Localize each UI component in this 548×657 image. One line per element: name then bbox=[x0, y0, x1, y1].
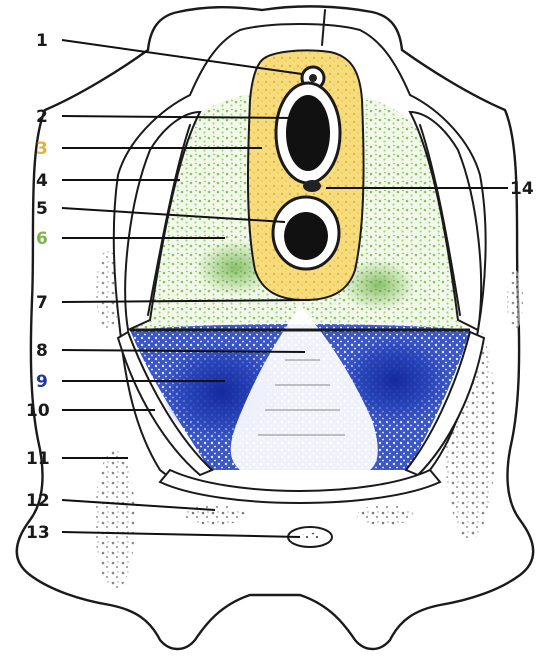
label-9: 9 bbox=[36, 372, 48, 392]
label-2: 2 bbox=[36, 107, 48, 127]
label-1: 1 bbox=[36, 31, 48, 51]
label-8: 8 bbox=[36, 341, 48, 361]
small-structure-14 bbox=[303, 180, 321, 192]
label-7: 7 bbox=[36, 293, 48, 313]
label-5: 5 bbox=[36, 199, 48, 219]
label-14: 14 bbox=[510, 179, 534, 199]
label-10: 10 bbox=[26, 401, 50, 421]
label-3: 3 bbox=[36, 139, 48, 159]
urethra-lumen bbox=[309, 74, 317, 82]
label-4: 4 bbox=[36, 171, 48, 191]
left-ischium-texture bbox=[95, 450, 135, 590]
right-ramus-texture bbox=[507, 270, 523, 330]
right-pubic-texture bbox=[357, 505, 413, 525]
coccyx-texture bbox=[300, 533, 320, 541]
label-13: 13 bbox=[26, 523, 50, 543]
upper-organ-lumen bbox=[286, 95, 330, 171]
label-11: 11 bbox=[26, 449, 50, 469]
label-12: 12 bbox=[26, 491, 50, 511]
label-6: 6 bbox=[36, 229, 48, 249]
lower-organ-lumen bbox=[284, 212, 328, 260]
